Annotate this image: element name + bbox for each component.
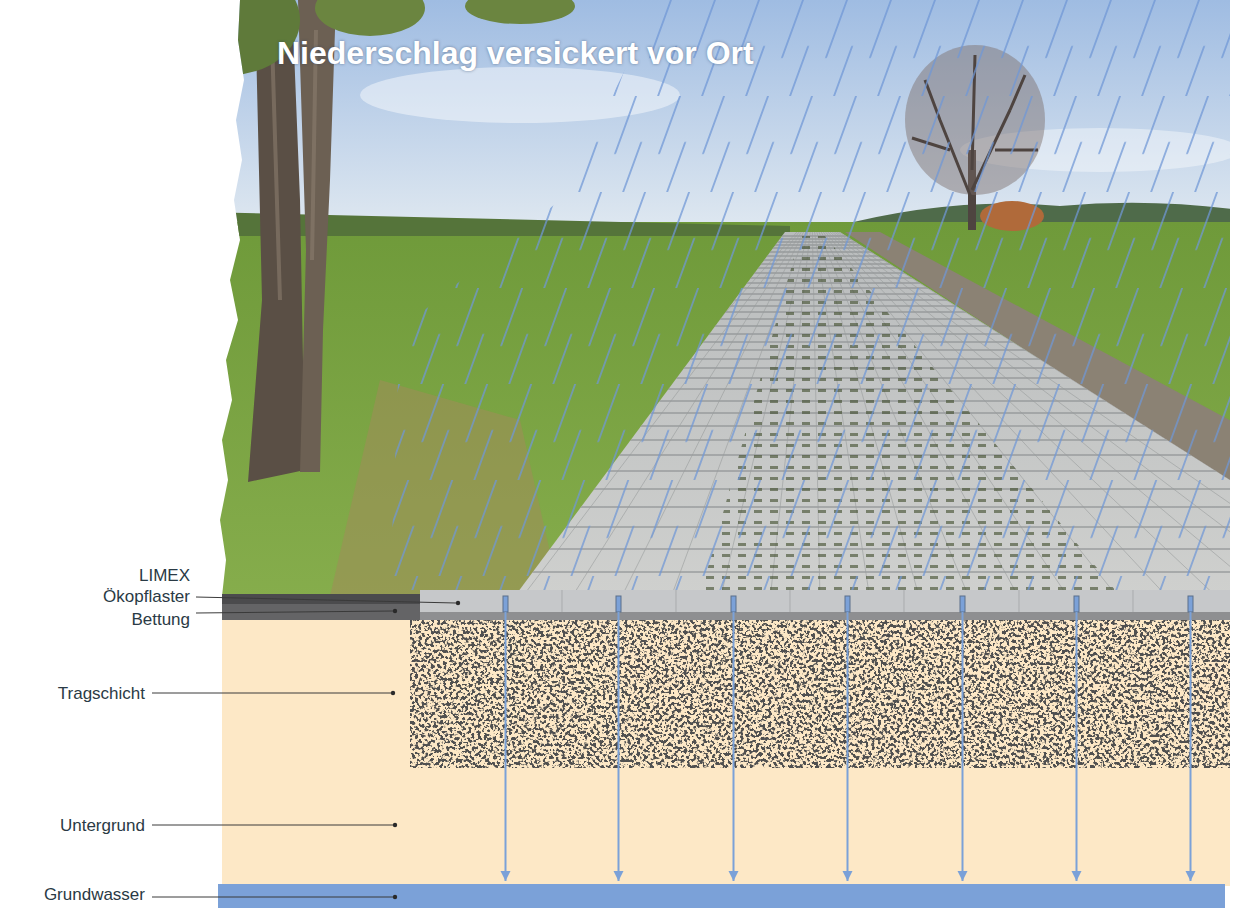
infiltration-arrow [618, 612, 620, 881]
subsoil-layer [222, 618, 1230, 886]
leader-line [196, 611, 393, 613]
landscape-scene [0, 0, 1239, 602]
infiltration-arrow [962, 612, 964, 881]
drain-joint [503, 596, 508, 612]
leader-dot [393, 609, 397, 613]
leader-line [152, 825, 393, 826]
foliage [465, 0, 575, 24]
infiltration-arrows [506, 612, 1191, 881]
drain-joint [1188, 596, 1193, 612]
rain [390, 0, 1239, 590]
leader-dot [393, 895, 397, 899]
infiltration-arrow [1190, 612, 1192, 881]
bedding-layer [420, 612, 1230, 620]
infiltration-joints [503, 596, 1193, 612]
paver-seams [562, 590, 1133, 612]
drain-joint [845, 596, 850, 612]
infiltration-arrow [733, 612, 735, 881]
pavement-section-left [222, 594, 422, 604]
foliage [315, 0, 425, 36]
drain-joint [616, 596, 621, 612]
leader-dot [393, 823, 397, 827]
leader-lines [152, 597, 456, 897]
infiltration-arrow [1076, 612, 1078, 881]
title-text: Niederschlag versickert vor Ort [277, 34, 754, 72]
leader-dot [391, 691, 395, 695]
layer-label: Untergrund [5, 815, 145, 836]
base-course-gravel [410, 620, 1230, 768]
layer-label: Bettung [50, 609, 190, 630]
leader-dot [456, 601, 460, 605]
leader-line [152, 693, 391, 694]
layer-label: Tragschicht [5, 683, 145, 704]
paver-layer [420, 590, 1230, 612]
layer-label: LIMEX Ökopflaster [82, 565, 190, 607]
leader-line [196, 597, 456, 603]
infiltration-arrow [847, 612, 849, 881]
leader-line [152, 897, 393, 898]
leader-dots [391, 601, 460, 899]
drain-joint [960, 596, 965, 612]
groundwater-band [218, 884, 1225, 908]
drain-joint [731, 596, 736, 612]
layer-label: Grundwasser [5, 884, 145, 905]
infiltration-arrow [505, 612, 507, 881]
drain-joint [1074, 596, 1079, 612]
